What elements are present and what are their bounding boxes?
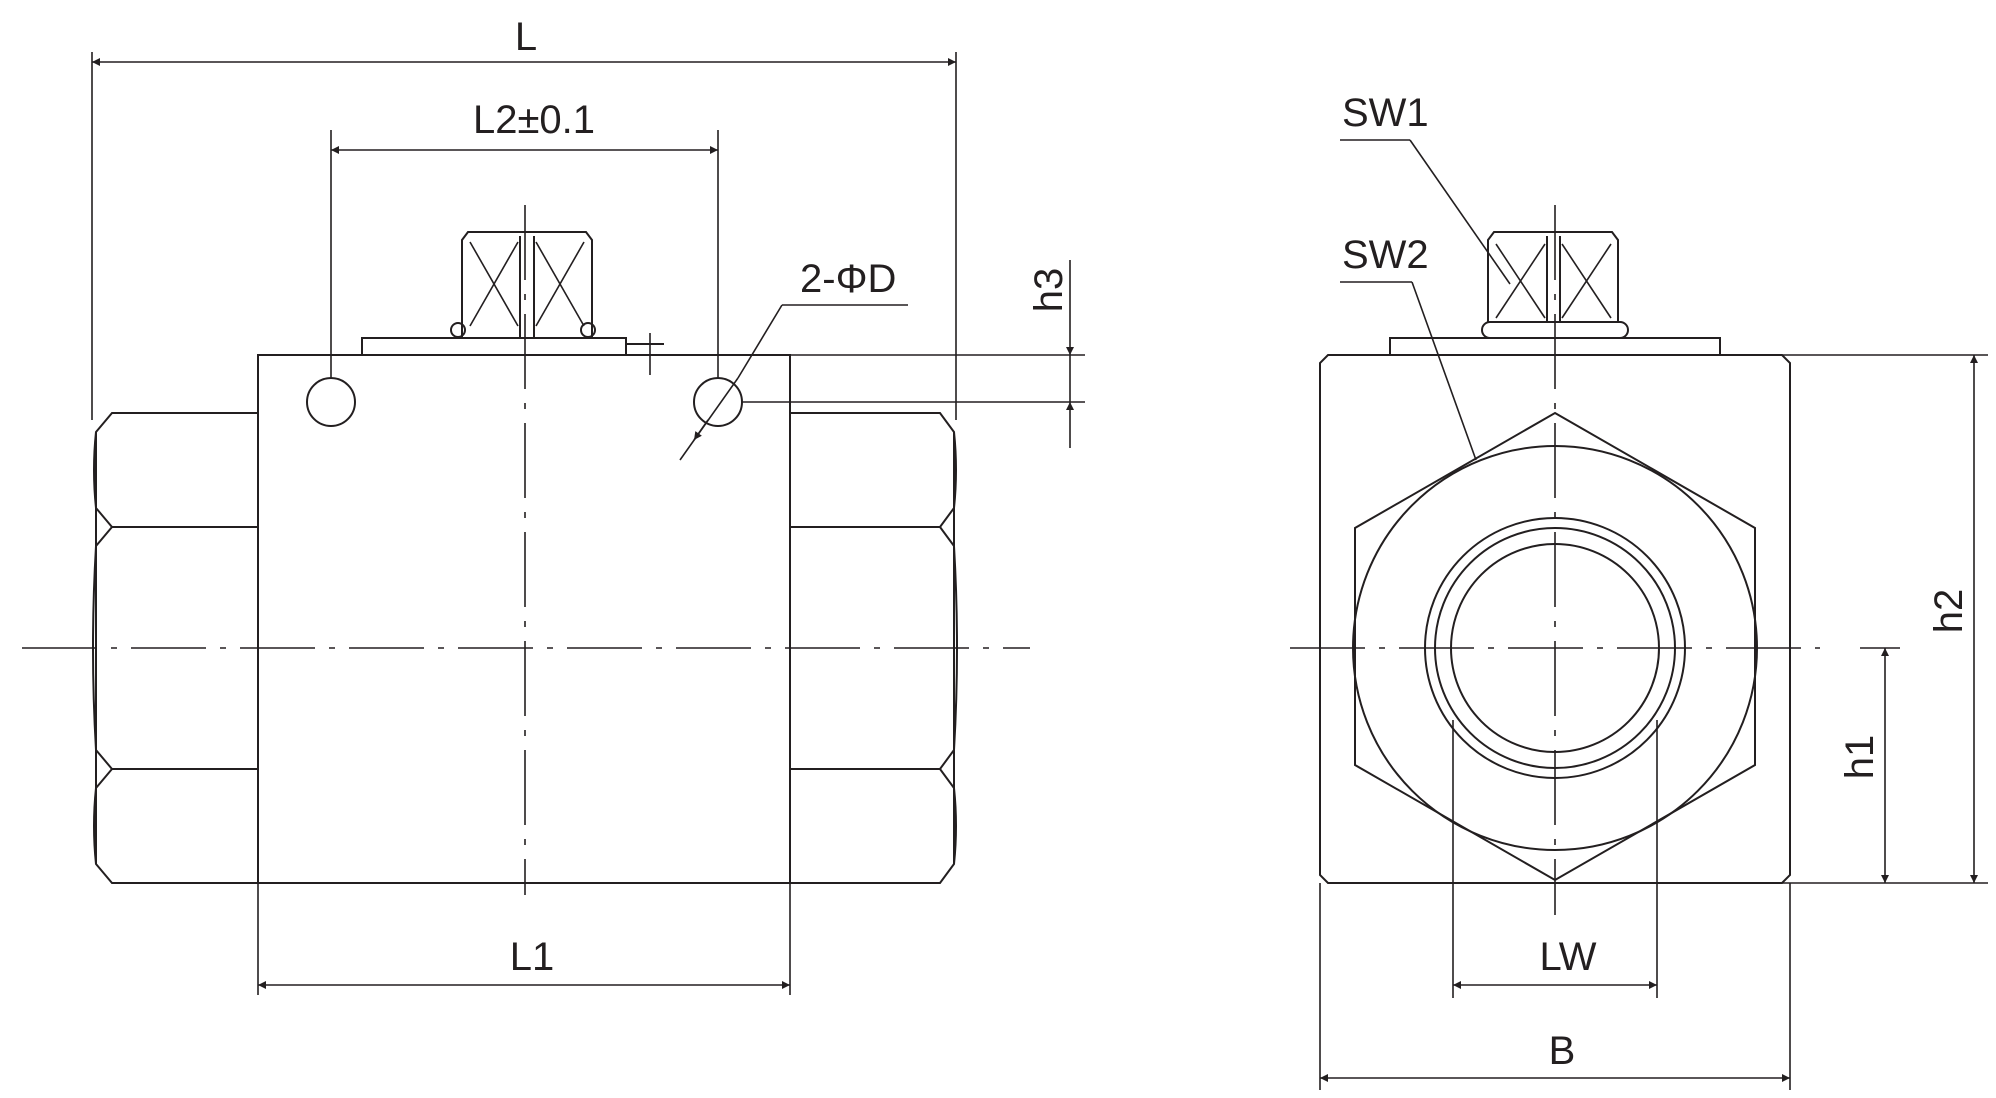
label-L2: L2±0.1 <box>473 98 595 142</box>
label-LW: LW <box>1539 935 1596 979</box>
label-h2: h2 <box>1927 589 1971 634</box>
dim-h3: h3 <box>742 260 1085 448</box>
dim-D: 2-ΦD <box>679 257 908 461</box>
dim-L: L <box>91 15 957 420</box>
dim-L2: L2±0.1 <box>330 98 719 378</box>
dim-h2: h2 <box>1782 354 1988 884</box>
mounting-hole-right <box>693 377 743 427</box>
leader-SW1: SW1 <box>1340 91 1511 285</box>
label-SW2: SW2 <box>1342 233 1429 277</box>
label-h3: h3 <box>1027 268 1071 313</box>
label-SW1: SW1 <box>1342 91 1429 135</box>
dim-B: B <box>1319 883 1791 1090</box>
side-view: L L2±0.1 L1 2-ΦD <box>22 15 1085 995</box>
label-L1: L1 <box>510 935 555 979</box>
dim-L1: L1 <box>257 883 791 995</box>
dim-LW: LW <box>1452 720 1658 998</box>
end-view: SW1 SW2 h2 h1 LW <box>1290 91 1988 1090</box>
dim-h1: h1 <box>1838 647 1900 883</box>
label-B: B <box>1549 1029 1576 1073</box>
leader-SW2: SW2 <box>1340 233 1477 461</box>
valve-body <box>257 354 791 884</box>
mounting-hole-left <box>306 377 356 427</box>
label-L: L <box>515 15 537 59</box>
stem-assembly <box>361 231 664 375</box>
right-hex-fitting <box>790 412 958 884</box>
label-D: 2-ΦD <box>800 257 896 301</box>
label-h1: h1 <box>1838 735 1882 780</box>
